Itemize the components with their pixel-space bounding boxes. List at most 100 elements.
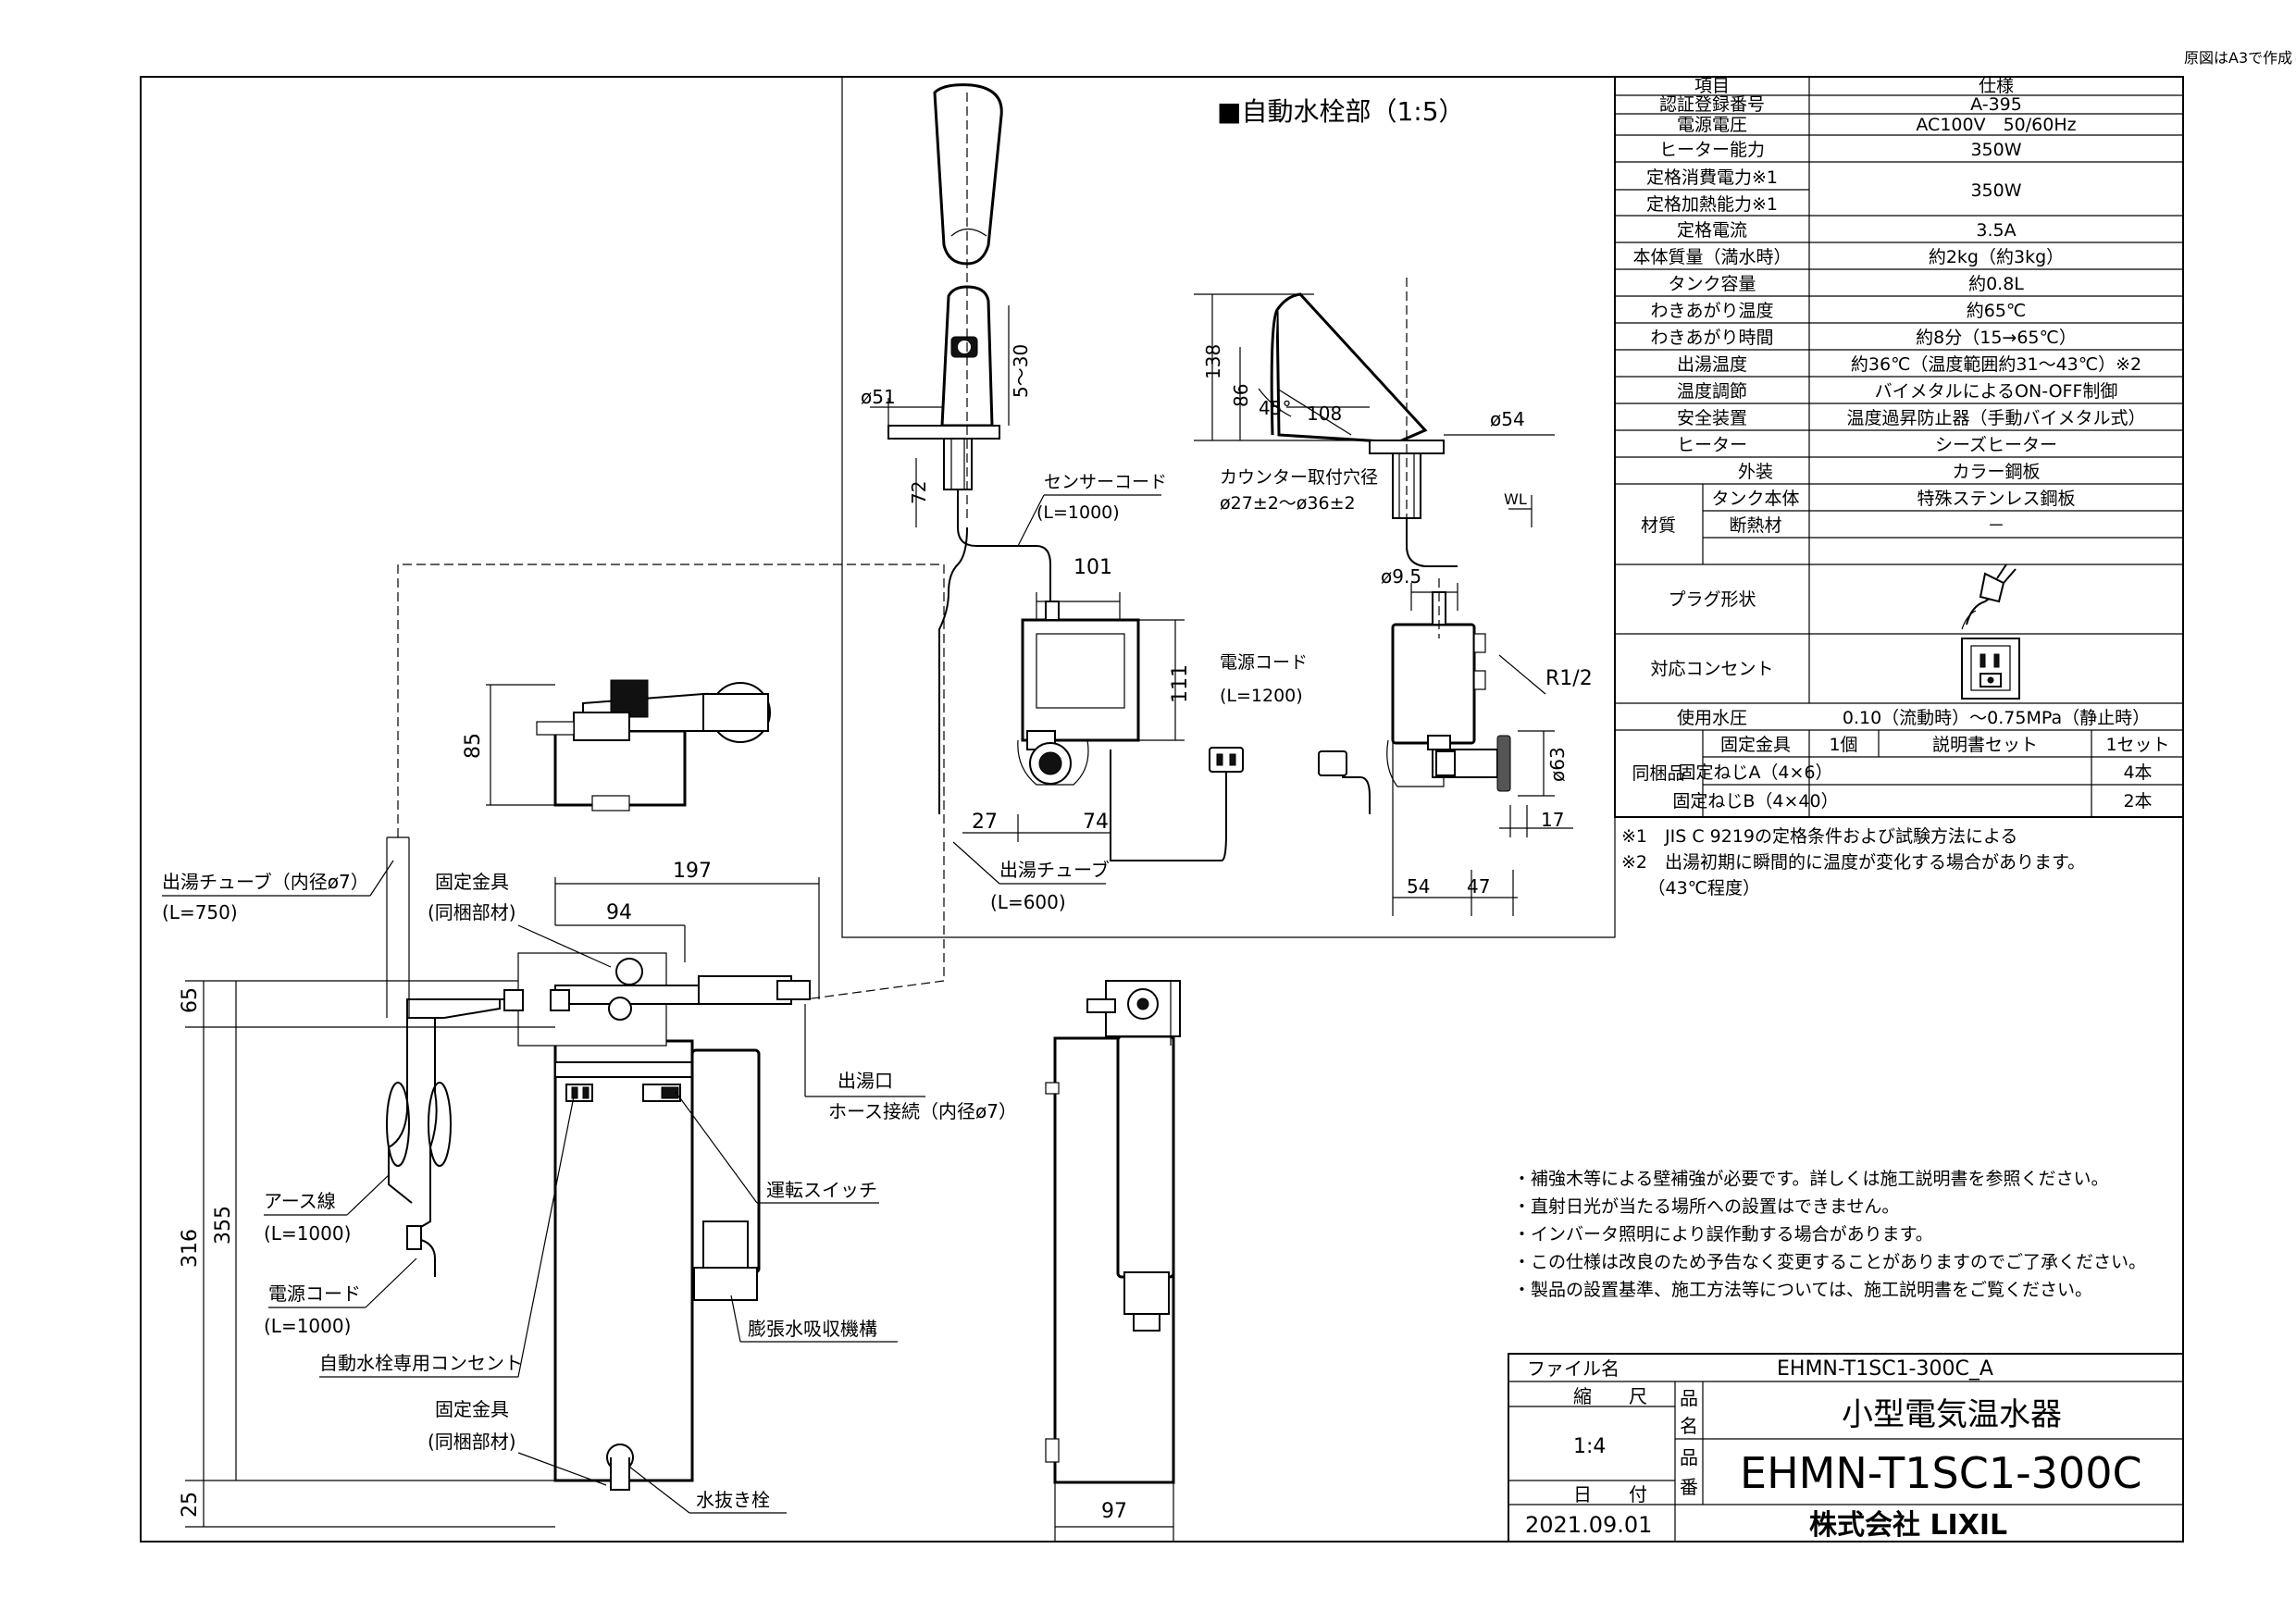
included-item: 説明書セット — [1932, 735, 2038, 755]
spec-row-label: ヒーター — [1677, 435, 1747, 455]
no-label-1: 品 — [1680, 1446, 1698, 1468]
note-item: ・インバータ照明により誤作動する場合があります。 — [1513, 1224, 1933, 1245]
sensor-cord-label: センサーコード — [1044, 472, 1167, 492]
dim-5-30: 5～30 — [1010, 344, 1032, 398]
power-cord-length: (L=1200) — [1220, 686, 1303, 706]
spec-row-value: 約2kg（約3kg） — [1929, 247, 2064, 267]
counter-hole-size: ø27±2～ø36±2 — [1220, 493, 1356, 514]
faucet-front-view — [870, 83, 1010, 527]
spec-row-value: シーズヒーター — [1935, 435, 2057, 455]
dim-85: 85 — [462, 733, 485, 759]
wl-label: WL — [1504, 490, 1527, 508]
spec-row-value: 約36℃（温度範囲約31～43℃）※2 — [1851, 354, 2141, 375]
spec-row-label: 定格加熱能力※1 — [1646, 194, 1778, 215]
spec-row-label: 電源電圧 — [1677, 115, 1747, 135]
bracket-top-sub: (同梱部材) — [428, 901, 516, 923]
faucet-section-title: ■自動水栓部（1:5） — [1217, 96, 1465, 127]
counter-hole-label: カウンター取付穴径 — [1220, 467, 1378, 488]
spec-row-value: 350W — [1970, 140, 2021, 160]
dim-138: 138 — [1202, 344, 1224, 379]
dim-17: 17 — [1541, 809, 1564, 831]
socket-label: 対応コンセント — [1650, 659, 1773, 679]
spec-row-value: 350W — [1970, 180, 2021, 201]
outlet-socket-label: 自動水栓専用コンセント — [319, 1352, 523, 1374]
name-label-1: 品 — [1680, 1387, 1698, 1409]
spec-row-value: 温度過昇防止器（手動バイメタル式） — [1846, 408, 2145, 428]
spec-row-label: 温度調節 — [1677, 381, 1747, 402]
material-part: 外装 — [1738, 462, 1773, 482]
footnote: ※2 出湯初期に瞬間的に温度が変化する場合があります。 — [1621, 852, 2085, 873]
spec-header-item: 項目 — [1694, 76, 1730, 96]
spec-row-label: タンク容量 — [1668, 274, 1756, 294]
dim-86: 86 — [1230, 384, 1252, 407]
material-label: 材質 — [1641, 515, 1676, 536]
dim-72: 72 — [908, 481, 930, 504]
earth-label: アース線 — [264, 1190, 336, 1212]
dim-101: 101 — [1074, 556, 1112, 579]
included-item: 固定金具 — [1720, 735, 1791, 755]
spec-row-value: 3.5A — [1976, 220, 2016, 241]
spec-row-value: 約0.8L — [1968, 274, 2024, 294]
name-label-2: 名 — [1680, 1415, 1698, 1437]
faucet-side-view — [1194, 278, 1555, 555]
spec-row-label: 認証登録番号 — [1659, 94, 1765, 115]
scale-value: 1:4 — [1573, 1435, 1606, 1458]
scale-label: 縮 尺 — [1573, 1385, 1647, 1407]
file-name: EHMN-T1SC1-300C_A — [1777, 1357, 1993, 1381]
expansion-label: 膨張水吸収機構 — [748, 1318, 877, 1340]
power-cord2-length: (L=1000) — [264, 1315, 351, 1337]
material-part: 断熱材 — [1729, 515, 1781, 536]
power-cord2-label: 電源コード — [268, 1282, 361, 1305]
heater-top-view — [486, 679, 771, 812]
spec-row-value: AC100V 50/60Hz — [1916, 115, 2076, 135]
dim-74: 74 — [1083, 811, 1109, 834]
spec-row-value: 約65℃ — [1967, 301, 2027, 321]
tube750-length: (L=750) — [162, 901, 238, 923]
dim-25: 25 — [179, 1492, 202, 1518]
dim-d9-5: ø9.5 — [1381, 565, 1421, 588]
sensor-cord-length: (L=1000) — [1036, 502, 1120, 523]
dim-54: 54 — [1407, 875, 1430, 898]
spec-row-label: わきあがり温度 — [1650, 301, 1773, 321]
spec-header-spec: 仕様 — [1979, 76, 2014, 96]
footnote: ※1 JIS C 9219の定格条件および試験方法による — [1621, 826, 2017, 847]
note-item: ・補強木等による壁補強が必要です。詳しくは施工説明書を参照ください。 — [1513, 1169, 2109, 1189]
spec-row-label: 定格消費電力※1 — [1646, 167, 1778, 188]
heater-main-front — [386, 952, 811, 1491]
heater-side-view — [1045, 980, 1181, 1541]
company-name: 株式会社 LIXIL — [1809, 1509, 2007, 1542]
no-label-2: 番 — [1680, 1476, 1698, 1498]
spec-row-label: 定格電流 — [1677, 220, 1747, 241]
power-cord-label: 電源コード — [1220, 652, 1308, 673]
sheet-note: 原図はA3で作成しております。 — [2184, 49, 2296, 67]
plug-label: プラグ形状 — [1668, 589, 1756, 610]
spec-table — [1614, 76, 2184, 818]
material-value: カラー鋼板 — [1952, 462, 2040, 482]
earth-length: (L=1000) — [264, 1222, 351, 1245]
hose-label: ホース接続（内径ø7） — [828, 1100, 1017, 1122]
file-label: ファイル名 — [1527, 1357, 1620, 1380]
dim-27: 27 — [972, 811, 998, 834]
included-item: 固定ねじA（4×6） — [1678, 762, 1832, 783]
material-value: － — [1987, 515, 2004, 536]
dim-47: 47 — [1467, 875, 1490, 898]
outlet-label: 出湯口 — [838, 1070, 893, 1092]
spec-row-value: バイメタルによるON-OFF制御 — [1875, 381, 2118, 402]
dim-d63: ø63 — [1546, 747, 1569, 782]
included-label: 同梱品 — [1632, 763, 1684, 784]
product-number: EHMN-T1SC1-300C — [1740, 1448, 2142, 1498]
tube750-label: 出湯チューブ（内径ø7） — [162, 871, 369, 893]
material-value: 特殊ステンレス鋼板 — [1917, 489, 2075, 509]
thread-r1-2: R1/2 — [1545, 667, 1593, 690]
plug-shape-icon — [1961, 564, 2017, 630]
dim-316: 316 — [179, 1229, 202, 1268]
dim-65: 65 — [179, 987, 202, 1013]
spec-row-label: 本体質量（満水時） — [1632, 247, 1791, 267]
bracket-bottom-sub: (同梱部材) — [428, 1431, 516, 1453]
spec-row-value: 約8分（15→65℃） — [1916, 328, 2077, 348]
included-qty: 1セット — [2105, 735, 2169, 755]
drain-label: 水抜き栓 — [696, 1489, 770, 1511]
dim-355: 355 — [212, 1206, 235, 1245]
run-switch-label: 運転スイッチ — [766, 1179, 877, 1201]
spec-row-value: A-395 — [1970, 94, 2022, 115]
